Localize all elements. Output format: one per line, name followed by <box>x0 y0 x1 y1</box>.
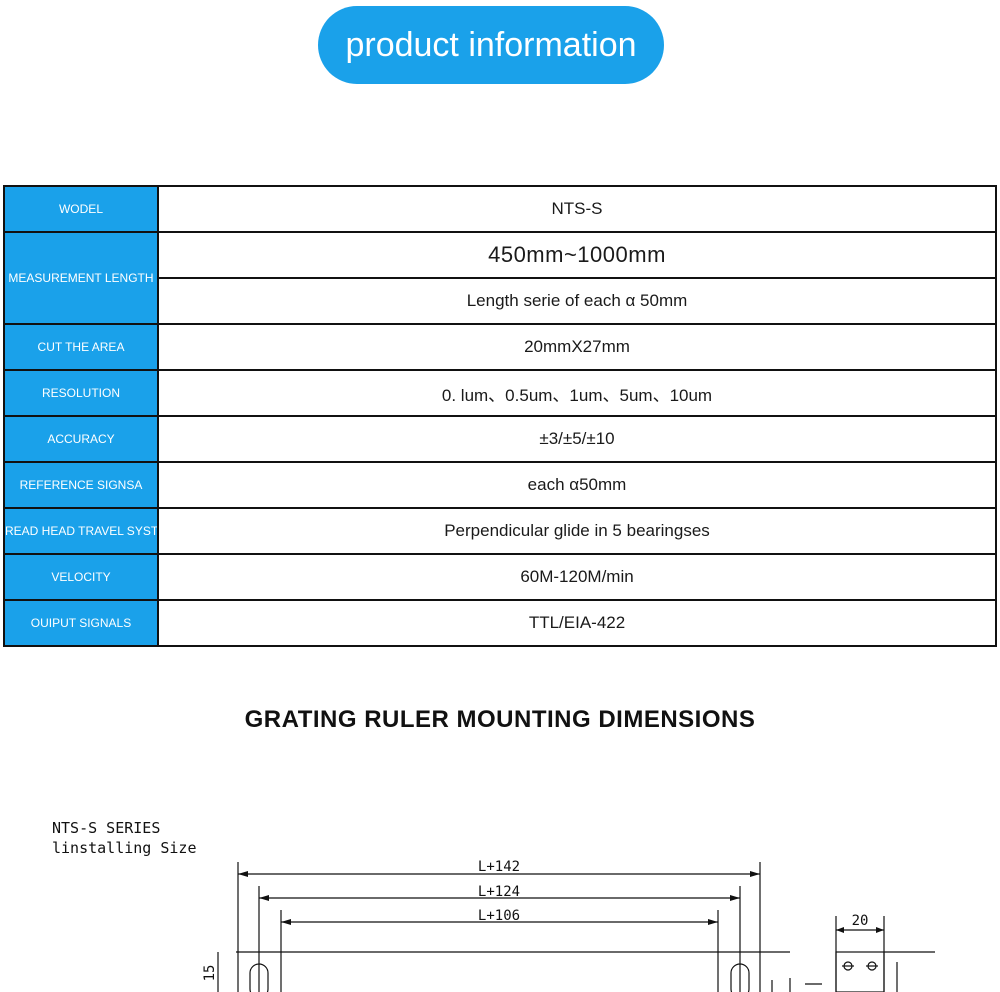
row-label-accuracy: ACCURACY <box>3 415 159 463</box>
arrowhead <box>836 927 844 933</box>
mounting-dimensions-title: GRATING RULER MOUNTING DIMENSIONS <box>244 706 756 733</box>
row-value-output-signals: TTL/EIA-422 <box>157 599 997 647</box>
series-caption: NTS-S SERIES linstalling Size <box>52 818 197 858</box>
row-value-cut-area: 20mmX27mm <box>157 323 997 371</box>
dimension-label-l106: L+106 <box>478 908 520 924</box>
row-label-velocity: VELOCITY <box>3 553 159 601</box>
dimension-label-height: 15 <box>202 965 218 982</box>
arrowhead <box>876 927 884 933</box>
table-row: VELOCITY 60M-120M/min <box>3 553 997 601</box>
arrowhead <box>259 895 269 901</box>
row-value-read-head-travel: Perpendicular glide in 5 bearingses <box>157 507 997 555</box>
row-label-model: WODEL <box>3 185 159 233</box>
table-row: RESOLUTION 0. lum、0.5um、1um、5um、10um <box>3 369 997 417</box>
dimension-label-width: 20 <box>852 913 869 929</box>
spec-table: WODEL NTS-S MEASUREMENT LENGTH 450mm~100… <box>3 185 997 647</box>
table-row: READ HEAD TRAVEL SYST Perpendicular glid… <box>3 507 997 555</box>
arrowhead <box>730 895 740 901</box>
arrowhead <box>708 919 718 925</box>
row-value-model: NTS-S <box>157 185 997 233</box>
row-label-read-head-travel: READ HEAD TRAVEL SYST <box>3 507 159 555</box>
row-value-length-series: Length serie of each α 50mm <box>157 277 997 325</box>
row-value-measurement-range: 450mm~1000mm <box>157 231 997 279</box>
row-label-output-signals: OUIPUT SIGNALS <box>3 599 159 647</box>
installing-size-label: linstalling Size <box>52 839 197 857</box>
mounting-slot <box>249 963 269 992</box>
row-value-velocity: 60M-120M/min <box>157 553 997 601</box>
row-value-resolution: 0. lum、0.5um、1um、5um、10um <box>157 369 997 417</box>
series-name: NTS-S SERIES <box>52 819 161 837</box>
row-value-reference-signal: each α50mm <box>157 461 997 509</box>
side-view-profile <box>835 951 885 992</box>
table-row: CUT THE AREA 20mmX27mm <box>3 323 997 371</box>
row-label-measurement-length: MEASUREMENT LENGTH <box>3 231 159 325</box>
table-row: MEASUREMENT LENGTH 450mm~1000mm <box>3 231 997 325</box>
dimension-label-l142: L+142 <box>478 859 520 875</box>
row-value-accuracy: ±3/±5/±10 <box>157 415 997 463</box>
table-row: ACCURACY ±3/±5/±10 <box>3 415 997 463</box>
dimension-label-l124: L+124 <box>478 884 520 900</box>
table-row: OUIPUT SIGNALS TTL/EIA-422 <box>3 599 997 647</box>
row-label-resolution: RESOLUTION <box>3 369 159 417</box>
arrowhead <box>750 871 760 877</box>
mounting-dimension-drawing: L+142 L+124 L+106 20 15 <box>202 859 935 992</box>
mounting-slot <box>730 963 750 992</box>
table-row: REFERENCE SIGNSA each α50mm <box>3 461 997 509</box>
row-label-cut-area: CUT THE AREA <box>3 323 159 371</box>
header-title: product information <box>345 25 637 64</box>
table-row: Length serie of each α 50mm <box>4 277 997 325</box>
arrowhead <box>281 919 291 925</box>
arrowhead <box>238 871 248 877</box>
product-information-header: product information <box>318 6 664 84</box>
table-row: WODEL NTS-S <box>3 185 997 233</box>
row-label-reference-signal: REFERENCE SIGNSA <box>3 461 159 509</box>
